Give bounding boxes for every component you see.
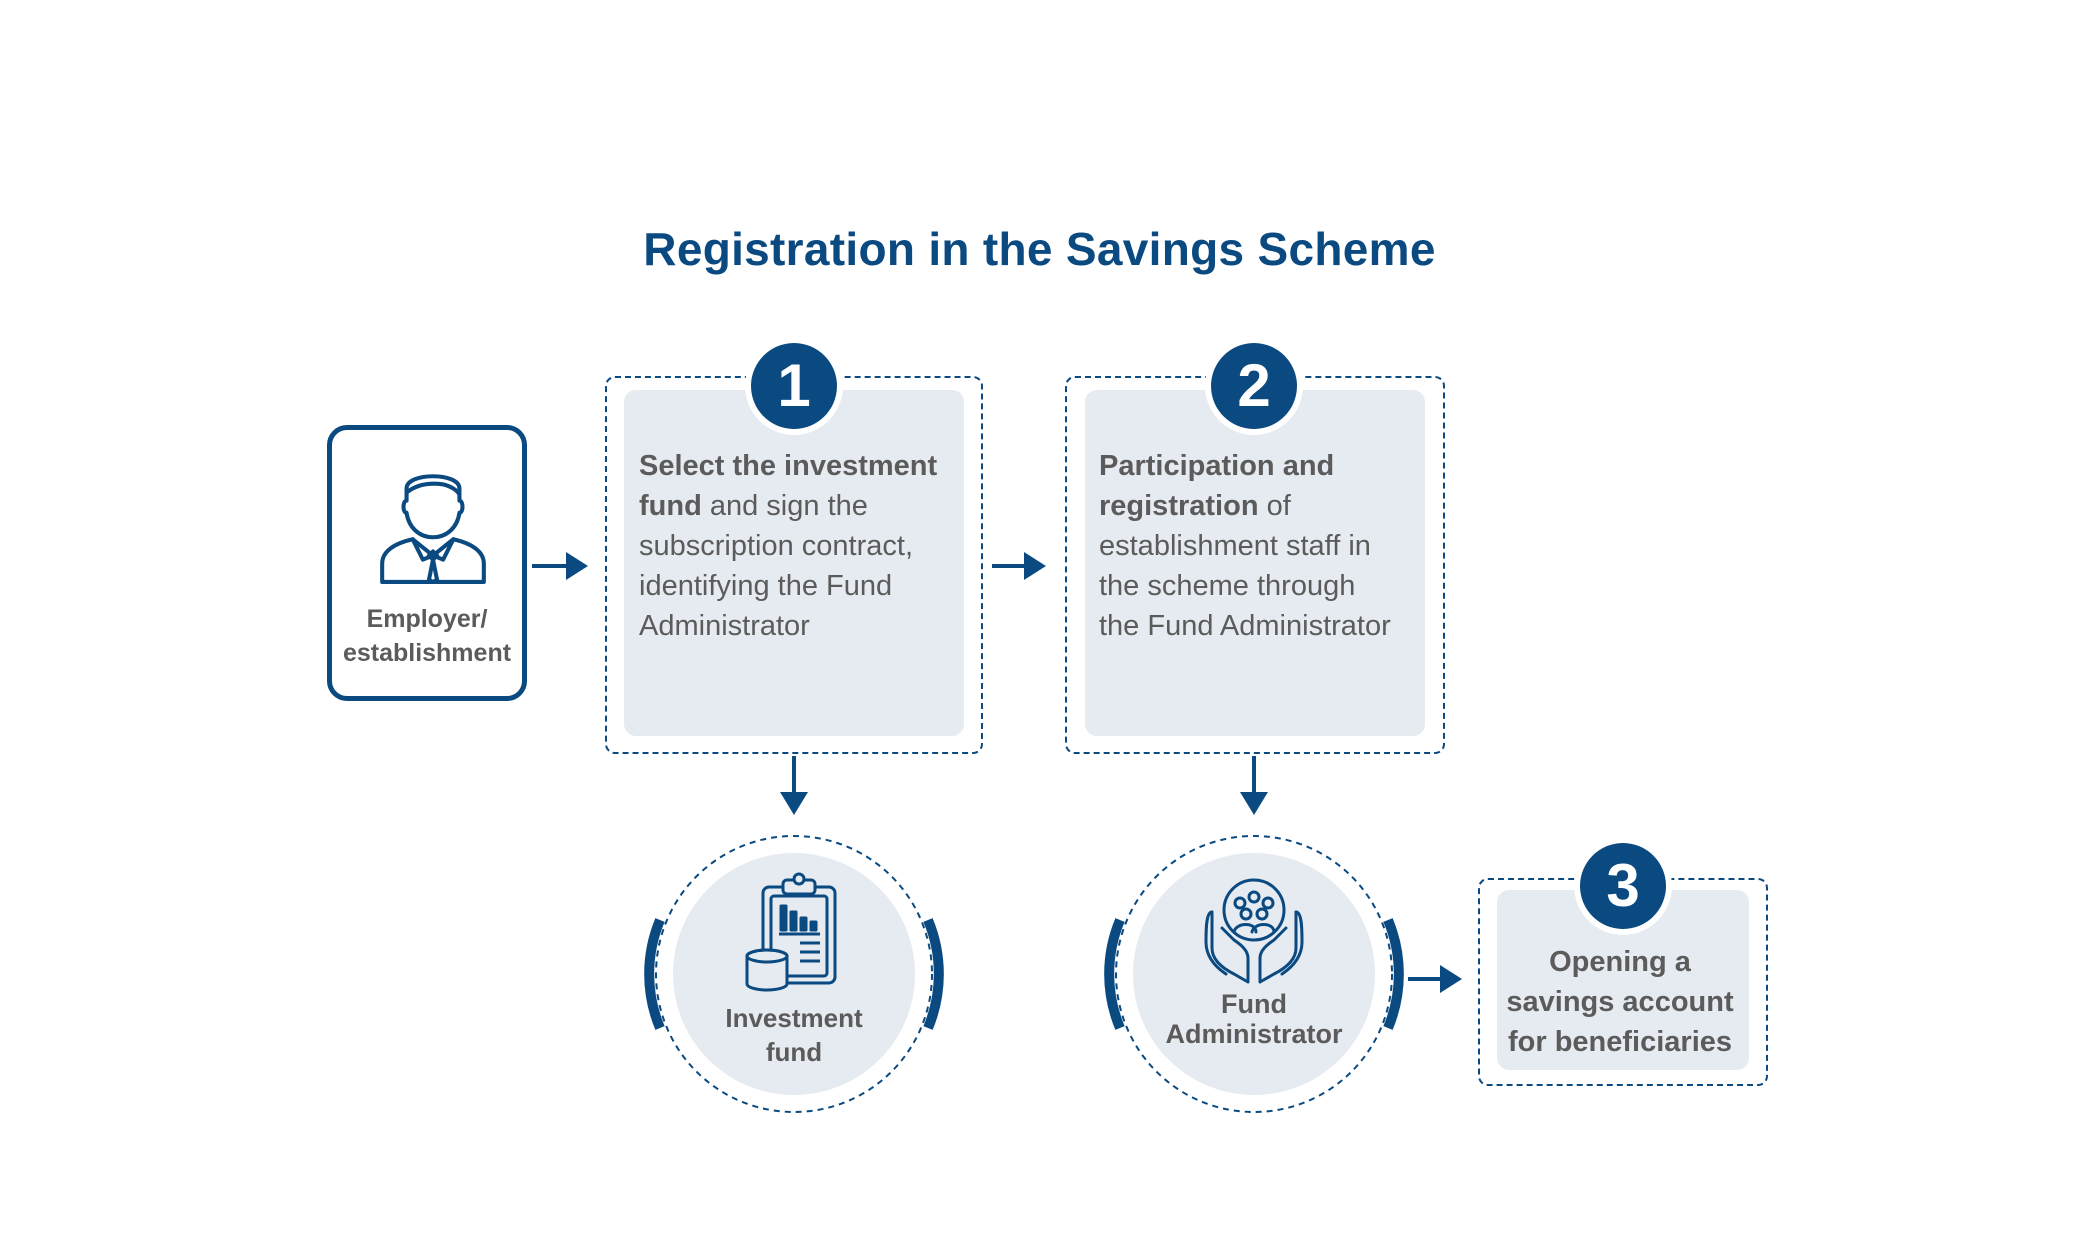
- step2-panel: [1085, 390, 1425, 736]
- step2-badge: 2: [1211, 343, 1297, 429]
- investment-fund-label-line2: fund: [765, 1037, 823, 1067]
- arrow-step1-to-investment-fund: [780, 756, 808, 815]
- arrow-fund-administrator-to-step3: [1408, 965, 1462, 993]
- employer-label: Employer/ establishment: [332, 602, 522, 670]
- businessman-icon: [380, 474, 486, 584]
- step1-panel: [624, 390, 964, 736]
- hands-people-icon: [1204, 878, 1304, 984]
- step1-text: Select the investment fund and sign the …: [639, 446, 969, 646]
- step2-line2-rest: of: [1258, 490, 1291, 522]
- step2-bold-line1: Participation and: [1099, 450, 1335, 482]
- fund-administrator-label: Fund Administrator: [1124, 989, 1384, 1049]
- step2-text: Participation and registration of establ…: [1099, 446, 1429, 646]
- investment-fund-label-line1: Investment: [725, 1003, 863, 1033]
- step2-line4: the scheme through: [1099, 570, 1356, 602]
- clipboard-coins-icon: [745, 872, 837, 992]
- arrow-step1-to-step2: [992, 552, 1046, 580]
- step1-line2-rest: and sign the: [701, 490, 868, 522]
- fund-administrator-node: [1104, 835, 1404, 1113]
- investment-fund-label: Investment fund: [674, 1001, 914, 1069]
- step1-bold-line1: Select the investment: [639, 450, 938, 482]
- investment-fund-node: [644, 835, 944, 1113]
- fund-administrator-label-line1: Fund: [1221, 989, 1287, 1019]
- fund-administrator-label-line2: Administrator: [1165, 1019, 1343, 1049]
- employer-label-line1: Employer/: [366, 605, 488, 633]
- step3-text: Opening a savings account for beneficiar…: [1495, 942, 1745, 1062]
- step2-line3: establishment staff in: [1099, 530, 1371, 562]
- employer-label-line2: establishment: [342, 639, 512, 667]
- step1-line3: subscription contract,: [639, 530, 914, 562]
- step2-bold-word: registration: [1099, 490, 1259, 522]
- step1-line4: identifying the Fund: [639, 570, 893, 602]
- arrow-employer-to-step1: [532, 552, 588, 580]
- fund-administrator-left-arc: [1104, 918, 1125, 1030]
- step3-line3: for beneficiaries: [1507, 1026, 1733, 1058]
- arrow-step2-to-fund-administrator: [1240, 756, 1268, 815]
- step1-line5: Administrator: [639, 610, 810, 642]
- step2-line5: the Fund Administrator: [1099, 610, 1391, 642]
- diagram-title: Registration in the Savings Scheme: [643, 223, 1436, 275]
- step1-bold-word: fund: [639, 490, 702, 522]
- step3-line1: Opening a: [1549, 946, 1691, 978]
- fund-administrator-right-arc: [1383, 918, 1404, 1030]
- investment-fund-right-arc: [923, 918, 944, 1030]
- step3-line2: savings account: [1506, 986, 1734, 1018]
- investment-fund-left-arc: [644, 918, 665, 1030]
- step3-badge: 3: [1580, 843, 1666, 929]
- step1-badge: 1: [751, 343, 837, 429]
- employer-box: Employer/ establishment: [327, 425, 527, 701]
